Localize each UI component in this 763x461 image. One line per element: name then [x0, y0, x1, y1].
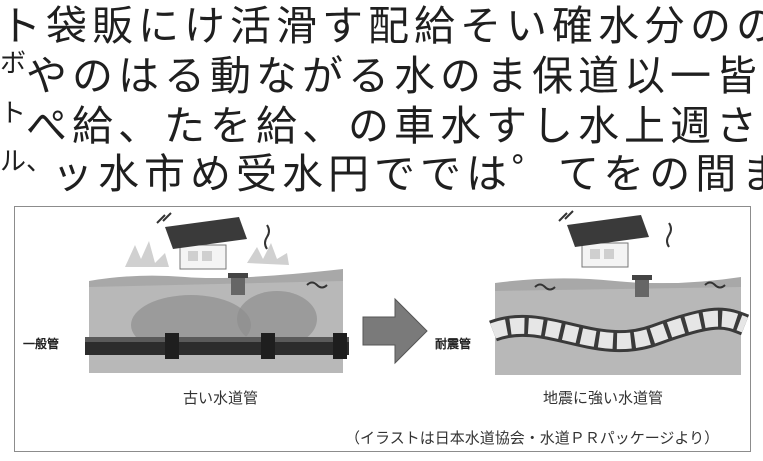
- shake-lines-icon: [704, 281, 726, 289]
- old-pipe-caption: 古い水道管: [183, 389, 259, 407]
- water-leak-area: [237, 291, 317, 347]
- house-roof: [567, 215, 649, 247]
- quake-resistant-pipe-label: 耐震管: [435, 337, 472, 351]
- shake-lines-icon: [264, 224, 270, 250]
- old-pipe-highlight: [85, 337, 349, 342]
- general-pipe-label: 一般管: [23, 337, 60, 351]
- quake-resistant-pipe-caption: 地震に強い水道管: [543, 389, 664, 407]
- water-meter-box: [635, 277, 649, 297]
- shake-lines-icon: [306, 281, 328, 289]
- old-pipe-scene: [85, 212, 349, 373]
- ground-surface: [89, 269, 343, 287]
- shake-lines-icon: [666, 222, 672, 248]
- pipe-joint: [333, 333, 347, 359]
- house-window: [188, 251, 198, 261]
- illustration-credit: （イラストは日本水道協会・水道ＰＲパッケージより）: [345, 429, 720, 447]
- pipe-comparison-illustration: [85, 210, 750, 375]
- text-fragment: ル、: [0, 147, 53, 177]
- right-arrow-icon: [362, 297, 428, 365]
- pipe-joint: [165, 333, 179, 359]
- text-fragment: ッ水市め受水円ででは゜てをの間ま民: [52, 150, 763, 198]
- text-line: トぺ給、たを給、の車水すし水上週さ市: [0, 99, 763, 150]
- text-fragment: やのはる動ながる水のま保道以一皆は: [26, 52, 763, 100]
- text-line: ボやのはる動ながる水のま保道以一皆は: [0, 49, 763, 100]
- water-pipe-illustration-figure: 一般管 古い水道管 耐震管 地震に強い水道管 （イラストは日本水道協会・水道ＰＲ…: [14, 206, 751, 452]
- text-fragment: ボ: [0, 49, 27, 79]
- water-meter-lid: [228, 273, 248, 278]
- house-window: [604, 249, 614, 259]
- crack-burst-icon: [125, 241, 169, 267]
- earthquake-resistant-pipe-scene: [489, 210, 750, 375]
- text-line: ル、ッ水市め受水円ででは゜てをの間ま民: [0, 147, 763, 198]
- water-meter-lid: [632, 275, 652, 280]
- shake-lines-icon: [558, 210, 574, 222]
- pipe-flexible-segments: [490, 310, 748, 350]
- shake-lines-icon: [534, 283, 556, 291]
- text-fragment: ぺ給、たを給、の車水すし水上週さ市: [26, 102, 763, 150]
- house-roof: [165, 217, 247, 249]
- house-window: [202, 251, 212, 261]
- pipe-joint: [261, 333, 275, 359]
- house-window: [590, 249, 600, 259]
- ground-surface: [495, 277, 741, 291]
- crack-burst-icon: [247, 243, 289, 265]
- shake-lines-icon: [156, 212, 172, 224]
- water-meter-box: [231, 275, 245, 295]
- text-line: ト袋販にけ活滑す配給そい確水分ののて: [0, 2, 763, 50]
- text-fragment: ト: [0, 99, 27, 129]
- vertical-text-paragraph: ト袋販にけ活滑す配給そい確水分ののて ボやのはる動ながる水のま保道以一皆は トぺ…: [0, 0, 763, 205]
